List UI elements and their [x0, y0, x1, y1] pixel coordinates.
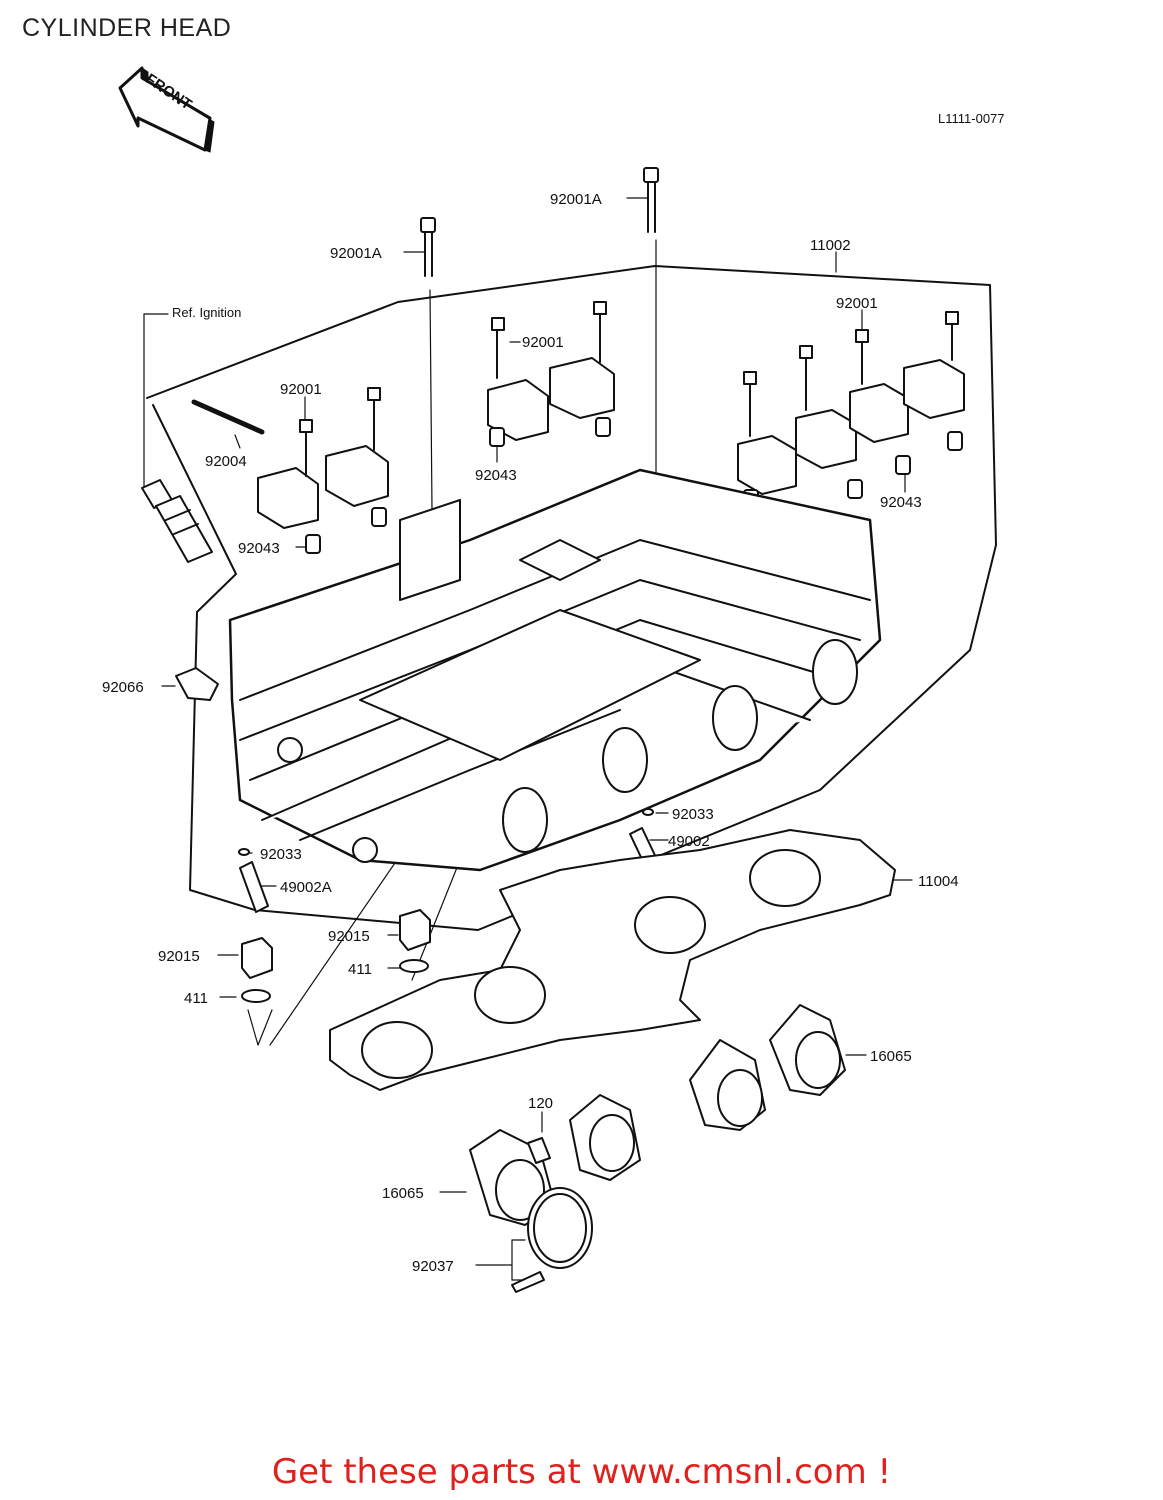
footer-cta: Get these parts at www.cmsnl.com !	[0, 1452, 1163, 1492]
carburetor-holder-icons	[469, 1004, 846, 1226]
part-label-49002: 49002	[668, 833, 710, 850]
cmsnl-link[interactable]: Get these parts at www.cmsnl.com !	[271, 1452, 892, 1492]
head-gasket-icon	[329, 829, 896, 1091]
part-label-16065-right: 16065	[870, 1048, 912, 1065]
exploded-parts-diagram: FRONT L1111-0077 Ref. Ignition 92001A 92…	[102, 66, 1005, 1293]
rubber-cap-icon	[175, 667, 219, 701]
part-label-11002: 11002	[810, 237, 851, 254]
cylinder-head-body	[228, 468, 882, 872]
part-label-120: 120	[528, 1095, 553, 1112]
part-label-92043-right: 92043	[880, 494, 922, 511]
part-label-11004: 11004	[918, 873, 959, 890]
part-label-92015-mid: 92015	[328, 928, 370, 945]
cap-nut-icons	[241, 909, 431, 1003]
part-label-92001A-left: 92001A	[330, 245, 382, 262]
part-label-92033-left: 92033	[260, 846, 302, 863]
part-label-92066: 92066	[102, 679, 144, 696]
part-label-92001-right: 92001	[836, 295, 878, 312]
camshaft-cap-icons	[257, 357, 965, 529]
part-label-92001-mid: 92001	[522, 334, 564, 351]
part-label-92001A-top: 92001A	[550, 191, 602, 208]
cap-bolt-icons	[299, 301, 959, 477]
part-label-92043-mid: 92043	[475, 467, 517, 484]
part-label-49002A: 49002A	[280, 879, 332, 896]
part-label-92033-right: 92033	[672, 806, 714, 823]
part-label-92001-left: 92001	[280, 381, 322, 398]
part-label-411-left: 411	[184, 990, 208, 1007]
spark-plug-icon	[141, 479, 213, 563]
part-label-92037: 92037	[412, 1258, 454, 1275]
figure-code: L1111-0077	[938, 111, 1005, 126]
clamp-icon	[511, 1137, 593, 1293]
part-label-92015-left: 92015	[158, 948, 200, 965]
part-label-411-mid: 411	[348, 961, 372, 978]
bolt-icon	[420, 167, 659, 277]
part-label-92004: 92004	[205, 453, 247, 470]
page-title: CYLINDER HEAD	[22, 14, 232, 42]
cylinder-head-boundary-outline	[146, 265, 997, 931]
part-label-92043-left: 92043	[238, 540, 280, 557]
stud-icon	[191, 399, 265, 435]
ref-ignition-note: Ref. Ignition	[172, 305, 241, 320]
front-arrow-icon	[118, 66, 215, 153]
part-label-16065-left: 16065	[382, 1185, 424, 1202]
